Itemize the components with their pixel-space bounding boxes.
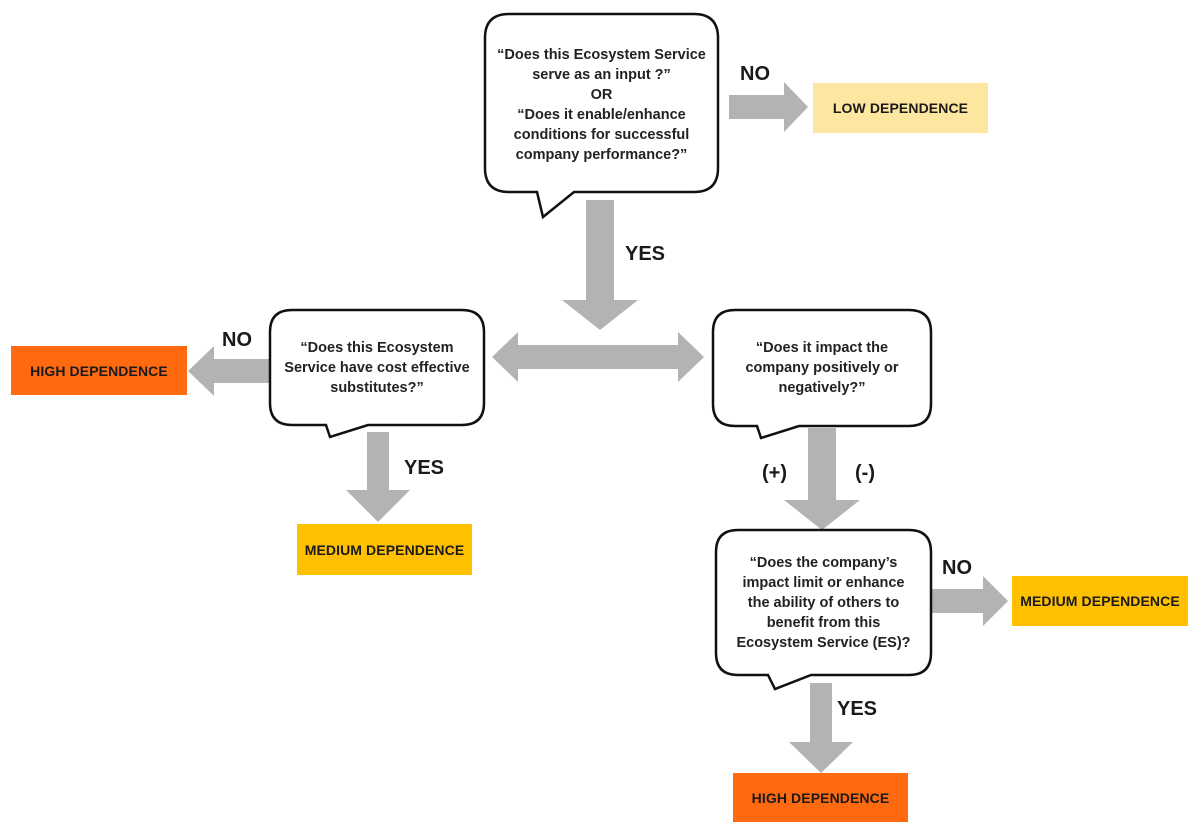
question-substitutes-text: “Does this Ecosystem Service have cost e…: [272, 312, 482, 424]
question-input-line: conditions for successful: [513, 127, 690, 143]
outcome-low-dependence: LOW DEPENDENCE: [813, 83, 988, 133]
arrow-q2-yes-down: [346, 432, 410, 522]
outcome-medium-dependence-left: MEDIUM DEPENDENCE: [297, 524, 472, 575]
question-input-line: company performance?”: [515, 147, 688, 163]
question-others-line: Ecosystem Service (ES)?: [736, 635, 911, 651]
question-input-text: “Does this Ecosystem Service serve as an…: [487, 40, 716, 170]
question-input-or: OR: [590, 87, 613, 103]
question-bubble-substitutes: [268, 308, 486, 439]
arrow-q4-no-right: [932, 576, 1008, 626]
question-bubble-impact: [711, 308, 933, 440]
arrow-q2-no-left: [188, 346, 272, 396]
question-substitutes-line: Service have cost effective: [284, 360, 470, 376]
outcome-high-dependence-bottom: HIGH DEPENDENCE: [733, 773, 908, 822]
label-positive: (+): [762, 462, 787, 484]
question-impact-line: company positively or: [745, 360, 899, 376]
arrow-q1-yes-down: [562, 200, 638, 330]
outcome-high-dependence-left: HIGH DEPENDENCE: [11, 346, 187, 395]
question-others-line: “Does the company’s: [749, 555, 898, 571]
question-input-line: serve as an input ?”: [532, 67, 671, 83]
question-substitutes-line: substitutes?”: [330, 380, 424, 396]
arrow-q3-down: [784, 428, 860, 530]
outcome-medium-dependence-right: MEDIUM DEPENDENCE: [1012, 576, 1188, 626]
question-impact-line: negatively?”: [778, 380, 866, 396]
question-input-line: “Does it enable/enhance: [517, 107, 686, 123]
arrow-q4-yes-down: [789, 683, 853, 773]
label-no-low: NO: [740, 63, 770, 85]
question-impact-text: “Does it impact the company positively o…: [715, 312, 929, 424]
question-others-text: “Does the company’s impact limit or enha…: [718, 534, 929, 672]
question-others-line: the ability of others to: [747, 595, 900, 611]
label-no-medium-right: NO: [942, 557, 972, 579]
question-bubble-others: [714, 528, 933, 691]
question-others-line: impact limit or enhance: [742, 575, 905, 591]
label-yes-medium-left: YES: [404, 457, 445, 479]
question-input-line: “Does this Ecosystem Service: [497, 47, 706, 63]
question-impact-line: “Does it impact the: [755, 340, 889, 356]
question-bubble-input: [483, 12, 720, 220]
label-yes-down: YES: [625, 243, 666, 265]
question-others-line: benefit from this: [766, 615, 881, 631]
label-negative: (-): [855, 462, 875, 484]
arrow-double-horizontal: [492, 332, 704, 382]
label-no-high-left: NO: [222, 329, 252, 351]
arrow-q1-no-right: [729, 82, 808, 132]
question-substitutes-line: “Does this Ecosystem: [300, 340, 454, 356]
label-yes-high-bottom: YES: [837, 698, 878, 720]
